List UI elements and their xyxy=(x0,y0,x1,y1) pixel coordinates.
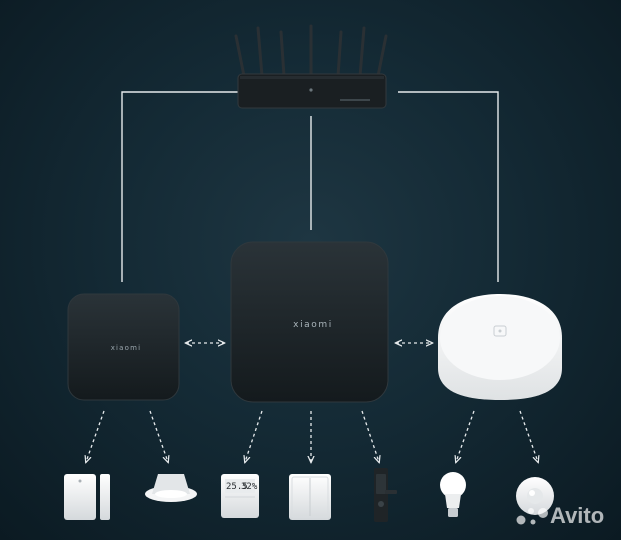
zigbee-gateway-hub xyxy=(438,294,562,400)
link-door-sensor xyxy=(86,410,105,462)
router-wired-links xyxy=(121,91,499,282)
center-hub-brand-label: xiaomi xyxy=(293,320,333,330)
link-ceiling-light xyxy=(149,410,168,462)
motion-sensor-icon xyxy=(516,477,554,515)
door-window-sensor-icon xyxy=(64,474,110,520)
link-smart-bulb xyxy=(456,410,475,462)
temperature-humidity-monitor-icon: 25.5 32% xyxy=(221,474,259,518)
link-door-lock xyxy=(361,410,379,462)
device-links xyxy=(86,410,538,462)
wall-switch-icon xyxy=(289,474,331,520)
ceiling-light-icon xyxy=(145,474,197,502)
router-icon xyxy=(234,24,388,109)
left-gateway-hub: xiaomi xyxy=(67,293,180,401)
smart-bulb-icon xyxy=(440,472,466,517)
link-thermometer xyxy=(245,410,263,462)
thermo-left-reading: 25.5 xyxy=(226,482,248,492)
router-to-left-hub-line xyxy=(121,91,238,282)
center-gateway-hub: xiaomi xyxy=(230,241,389,403)
avito-watermark-text: Avito xyxy=(550,503,604,528)
left-hub-brand-label: xiaomi xyxy=(111,344,142,352)
link-motion-sensor xyxy=(519,410,538,462)
avito-watermark: Avito xyxy=(516,503,604,528)
thermo-right-reading: 32% xyxy=(241,482,258,492)
smart-door-lock-icon xyxy=(374,468,397,522)
router-to-zigbee-hub-line xyxy=(398,91,499,282)
